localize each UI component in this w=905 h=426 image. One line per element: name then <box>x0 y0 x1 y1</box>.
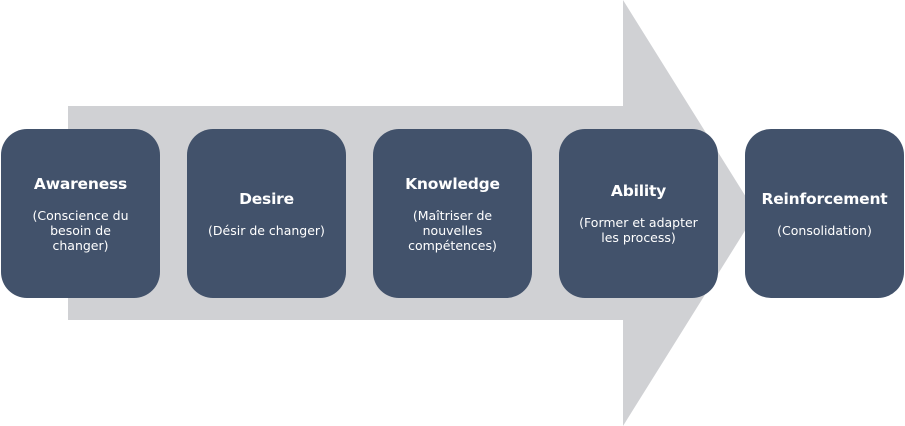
step-ability: Ability (Former et adapter les process) <box>559 129 718 298</box>
step-desire: Desire (Désir de changer) <box>187 129 346 298</box>
step-subtitle: (Former et adapter les process) <box>579 215 698 245</box>
step-title: Desire <box>239 189 294 208</box>
step-reinforcement: Reinforcement (Consolidation) <box>745 129 904 298</box>
step-knowledge: Knowledge (Maîtriser de nouvelles compét… <box>373 129 532 298</box>
step-subtitle: (Désir de changer) <box>208 222 325 238</box>
step-subtitle: (Maîtriser de nouvelles compétences) <box>408 207 497 253</box>
step-title: Ability <box>610 182 667 200</box>
step-title: Knowledge <box>405 174 500 193</box>
step-awareness: Awareness (Conscience du besoin de chang… <box>1 129 160 298</box>
step-title: Awareness <box>33 174 128 193</box>
step-subtitle: (Consolidation) <box>777 222 872 238</box>
step-title: Reinforcement <box>761 189 888 208</box>
step-subtitle: (Conscience du besoin de changer) <box>32 207 129 253</box>
